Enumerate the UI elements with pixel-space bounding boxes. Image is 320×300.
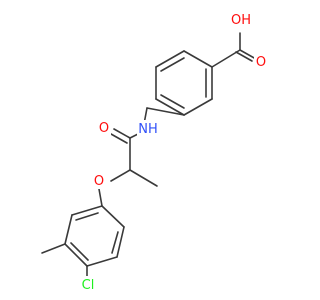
bond bbox=[155, 50, 185, 68]
bond bbox=[41, 243, 66, 254]
bond bbox=[211, 49, 241, 68]
bond bbox=[71, 205, 103, 216]
bond bbox=[101, 205, 125, 228]
bond bbox=[110, 133, 128, 144]
bond-layer bbox=[41, 32, 257, 277]
bond bbox=[98, 188, 103, 207]
bond bbox=[111, 231, 119, 254]
bond bbox=[86, 256, 118, 267]
carbonyl-oxygen-label: O bbox=[256, 55, 266, 70]
bond bbox=[146, 107, 185, 116]
hydroxyl-label: OH bbox=[231, 13, 251, 28]
bond bbox=[113, 128, 131, 139]
bond bbox=[155, 98, 185, 116]
bond bbox=[110, 169, 131, 182]
bond bbox=[129, 169, 158, 187]
amide-oxygen-label: O bbox=[99, 121, 109, 136]
molecule-structure: OH O NH O O Cl bbox=[41, 10, 268, 293]
bond bbox=[183, 98, 213, 116]
bond bbox=[75, 212, 99, 221]
bond bbox=[235, 51, 253, 62]
bond bbox=[64, 243, 88, 267]
ether-oxygen-label: O bbox=[94, 174, 104, 189]
chlorine-label: Cl bbox=[82, 278, 95, 293]
label-layer: OH O NH O O Cl bbox=[77, 10, 268, 293]
bond bbox=[239, 49, 257, 60]
bond bbox=[160, 57, 185, 72]
bond bbox=[116, 226, 125, 258]
bond bbox=[183, 50, 213, 68]
bond bbox=[160, 94, 185, 109]
structure-canvas: OH O NH O O Cl bbox=[41, 10, 268, 293]
amide-nh-label: NH bbox=[138, 122, 158, 137]
bond bbox=[64, 214, 73, 245]
bond bbox=[70, 242, 89, 261]
